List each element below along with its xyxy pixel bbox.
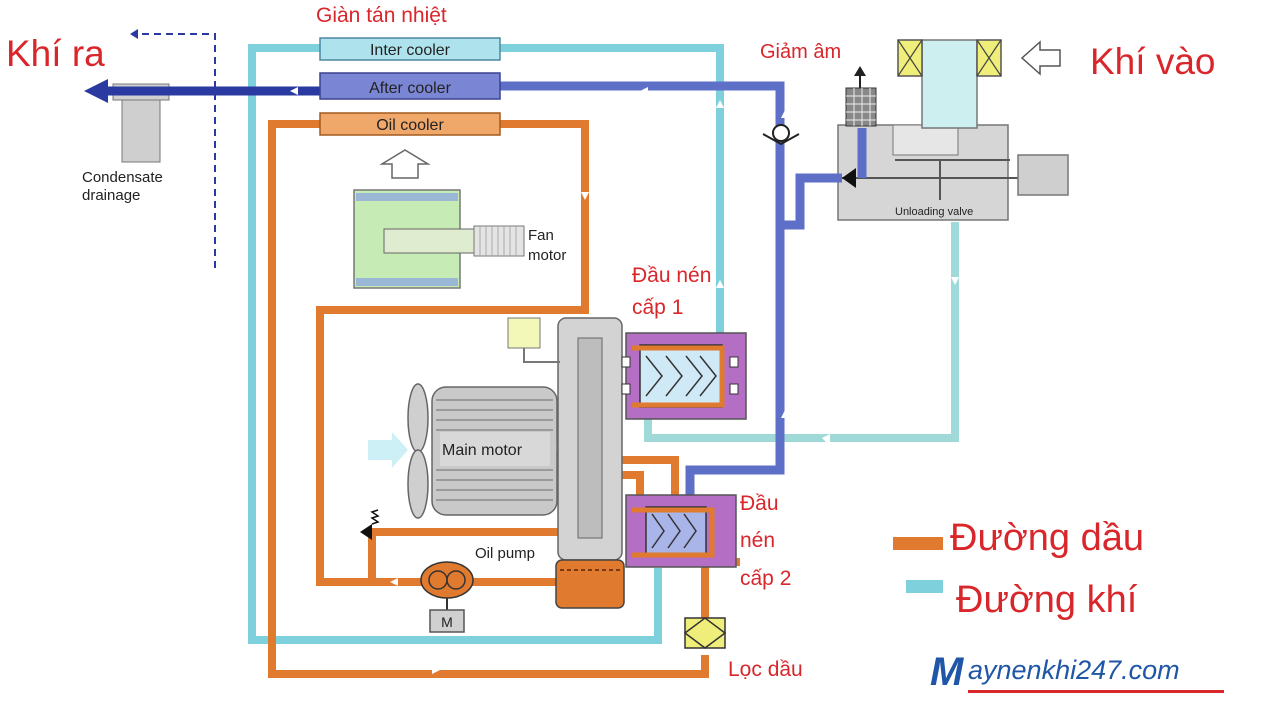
fan-motor-label-line1: Fan xyxy=(528,227,554,244)
air-out-dashed-line xyxy=(140,33,216,268)
air-out-arrow-icon xyxy=(84,79,108,103)
oil-line-filter xyxy=(701,558,740,620)
silencer xyxy=(845,66,877,127)
legend: Đường dầu Đường khí xyxy=(893,517,1144,621)
inter-cooler-label: Inter cooler xyxy=(370,42,451,59)
radiator-label: Giàn tán nhiệt xyxy=(316,4,447,27)
stage2-label-line3: cấp 2 xyxy=(740,567,791,590)
air-intake-valve xyxy=(897,39,1002,129)
air-inlet-line xyxy=(644,222,959,442)
cooling-air-up-arrow-icon xyxy=(379,149,431,179)
logo-text: aynenkhi247.com xyxy=(968,655,1180,685)
logo-underline xyxy=(968,690,1224,693)
gearbox xyxy=(507,317,623,561)
stage2-label-line2: nén xyxy=(740,529,775,552)
oil-cooler xyxy=(319,112,501,136)
stage1-label-line1: Đầu nén xyxy=(632,264,711,287)
relief-valve xyxy=(360,509,380,540)
air-in-label: Khí vào xyxy=(1090,41,1215,82)
after-cooler xyxy=(319,72,501,100)
oil-line-outer xyxy=(268,120,709,678)
oil-sump xyxy=(555,559,625,609)
stage1-compressor xyxy=(621,332,747,420)
stage2-compressor xyxy=(625,494,737,568)
legend-air-swatch xyxy=(906,580,943,593)
legend-oil-label: Đường dầu xyxy=(950,517,1144,559)
condensate-label-line2: drainage xyxy=(82,187,140,204)
oil-pump xyxy=(420,561,474,633)
pump-motor-label: M xyxy=(441,614,453,630)
cooling-fan xyxy=(353,189,525,289)
condensate-drain xyxy=(112,83,170,163)
logo-initial: M xyxy=(930,650,964,694)
oil-line-cooler-right xyxy=(316,120,589,586)
discharge-line xyxy=(500,81,785,505)
inter-cooler xyxy=(319,37,501,61)
oil-filter-label: Lọc dầu xyxy=(728,658,803,681)
main-motor-label: Main motor xyxy=(442,442,523,459)
oil-filter xyxy=(683,617,727,649)
discharge-line-valve xyxy=(780,173,842,230)
silencer-label: Giảm âm xyxy=(760,41,841,63)
legend-oil-swatch xyxy=(893,537,943,550)
after-cooler-label: After cooler xyxy=(369,80,451,97)
stage2-label-line1: Đầu xyxy=(740,492,779,515)
legend-air-label: Đường khí xyxy=(956,579,1138,621)
air-in-arrow-icon xyxy=(1020,40,1061,76)
oil-pump-label: Oil pump xyxy=(475,545,535,562)
main-motor xyxy=(368,383,583,519)
unloading-valve-label: Unloading valve xyxy=(895,206,973,218)
air-line-intercooler-right xyxy=(500,44,724,335)
unloading-valve xyxy=(837,124,1069,221)
fan-motor-label-line2: motor xyxy=(528,247,566,264)
check-valve xyxy=(762,124,800,146)
stage1-label-line2: cấp 1 xyxy=(632,296,683,319)
oil-cooler-label: Oil cooler xyxy=(376,117,444,134)
condensate-label-line1: Condensate xyxy=(82,169,163,186)
flow-arrows xyxy=(258,87,959,674)
air-out-label: Khí ra xyxy=(6,33,105,74)
air-line-outer xyxy=(248,44,662,644)
